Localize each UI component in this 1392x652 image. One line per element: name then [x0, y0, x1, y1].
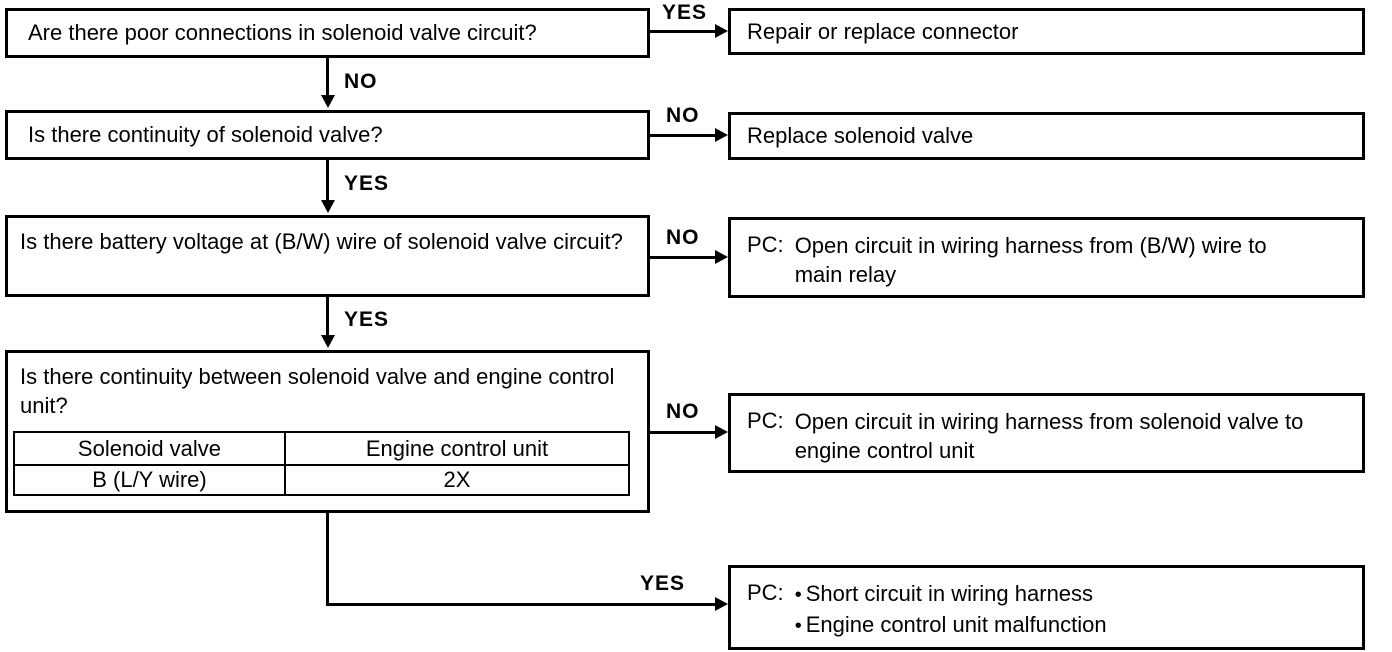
result-bullet-item: • Engine control unit malfunction — [795, 610, 1107, 641]
connector-q3-yes-line — [326, 297, 329, 336]
table-header-engine-control-unit: Engine control unit — [283, 431, 631, 466]
result-text: Engine control unit malfunction — [805, 612, 1107, 637]
result-box-open-circuit-ecu: PC: Open circuit in wiring harness from … — [728, 393, 1365, 473]
arrow-right-icon — [715, 250, 728, 264]
question-text: Is there continuity between solenoid val… — [20, 364, 615, 418]
branch-label-yes: YES — [662, 1, 708, 24]
result-text: Open circuit in wiring harness from sole… — [794, 409, 1304, 463]
result-box-open-circuit-main-relay: PC: Open circuit in wiring harness from … — [728, 217, 1365, 298]
connector-q2-no-line — [650, 134, 717, 137]
table-header-row: Solenoid valve Engine control unit — [13, 431, 631, 466]
result-bullet-item: • Short circuit in wiring harness — [795, 579, 1107, 610]
table-row: B (L/Y wire) 2X — [13, 464, 631, 496]
branch-label-yes: YES — [344, 308, 390, 331]
result-bullet-list: • Short circuit in wiring harness • Engi… — [795, 579, 1107, 641]
question-box-battery-voltage: Is there battery voltage at (B/W) wire o… — [5, 215, 650, 297]
question-text: Is there battery voltage at (B/W) wire o… — [20, 229, 623, 254]
branch-label-no: NO — [344, 70, 378, 93]
connector-q4-yes-vertical-line — [326, 513, 329, 606]
bullet-icon: • — [794, 615, 802, 637]
question-box-ecu-continuity: Is there continuity between solenoid val… — [5, 350, 650, 513]
pc-prefix: PC: — [747, 408, 784, 433]
result-text: Short circuit in wiring harness — [805, 581, 1094, 606]
connector-q1-yes-line — [650, 30, 717, 33]
result-box-repair-connector: Repair or replace connector — [728, 8, 1365, 55]
question-box-solenoid-continuity: Is there continuity of solenoid valve? — [5, 110, 650, 160]
arrow-right-icon — [715, 425, 728, 439]
arrow-right-icon — [715, 597, 728, 611]
table-header-solenoid-valve: Solenoid valve — [13, 431, 286, 466]
result-text: Open circuit in wiring harness from (B/W… — [794, 233, 1267, 287]
connector-q4-yes-horizontal-line — [326, 603, 717, 606]
branch-label-yes: YES — [640, 572, 686, 595]
question-box-poor-connections: Are there poor connections in solenoid v… — [5, 8, 650, 58]
pc-prefix: PC: — [747, 580, 784, 605]
table-cell-solenoid-wire: B (L/Y wire) — [13, 464, 286, 496]
connector-q3-no-line — [650, 256, 717, 259]
branch-label-yes: YES — [344, 172, 390, 195]
pin-assignment-table: Solenoid valve Engine control unit B (L/… — [13, 431, 631, 496]
arrow-down-icon — [321, 200, 335, 213]
pc-prefix: PC: — [747, 232, 784, 257]
arrow-right-icon — [715, 24, 728, 38]
question-text: Are there poor connections in solenoid v… — [28, 20, 537, 45]
branch-label-no: NO — [666, 104, 700, 127]
question-text: Is there continuity of solenoid valve? — [28, 122, 383, 147]
result-text: Replace solenoid valve — [747, 123, 974, 148]
result-box-short-circuit-or-ecu-malfunction: PC: • Short circuit in wiring harness • … — [728, 565, 1365, 650]
connector-q2-yes-line — [326, 160, 329, 201]
bullet-icon: • — [794, 584, 802, 606]
arrow-down-icon — [321, 95, 335, 108]
connector-q1-no-line — [326, 57, 329, 96]
arrow-down-icon — [321, 335, 335, 348]
table-cell-ecu-pin: 2X — [283, 464, 631, 496]
result-box-replace-solenoid: Replace solenoid valve — [728, 112, 1365, 160]
result-text: Repair or replace connector — [747, 18, 1019, 44]
branch-label-no: NO — [666, 226, 700, 249]
connector-q4-no-line — [650, 431, 717, 434]
branch-label-no: NO — [666, 400, 700, 423]
arrow-right-icon — [715, 128, 728, 142]
